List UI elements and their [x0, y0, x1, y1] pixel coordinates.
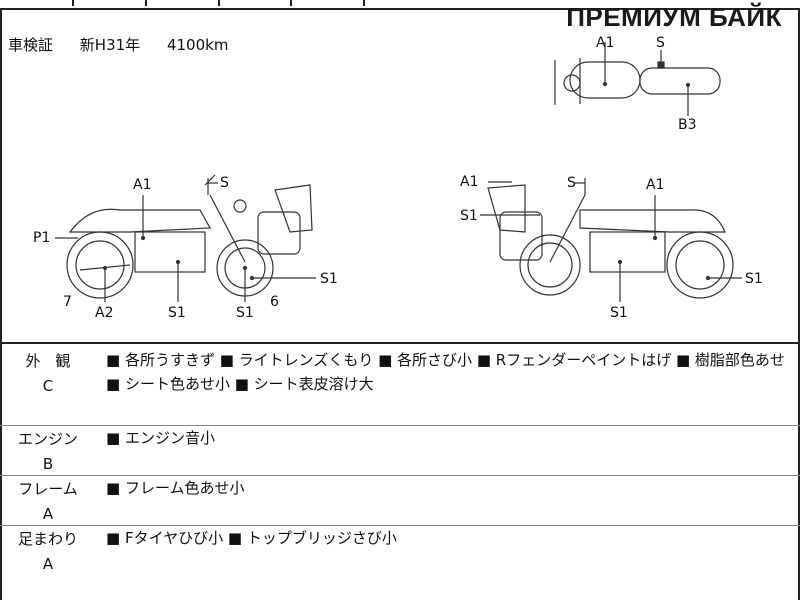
- diagram-label: B3: [678, 117, 697, 133]
- header-cell: [290, 0, 292, 6]
- section-remarks: ■ エンジン音小: [106, 429, 215, 447]
- section-engine: エンジン B ■ エンジン音小: [0, 426, 800, 475]
- divider: [0, 525, 800, 526]
- section-grade: A: [42, 555, 54, 573]
- diagram-label: A1: [646, 177, 665, 193]
- diagram-label: A2: [95, 305, 114, 321]
- section-title: エンジン: [18, 430, 79, 448]
- registration-expiry: 新H31年: [79, 36, 141, 54]
- right-side-diagram: [480, 178, 742, 302]
- registration-info: 車検証 新H31年 4100km: [8, 34, 250, 55]
- divider: [0, 342, 800, 344]
- header-cell: [363, 0, 365, 6]
- left-side-diagram: [55, 174, 316, 302]
- diagram-label: S1: [320, 271, 338, 287]
- divider: [0, 8, 2, 600]
- section-grade: B: [42, 455, 54, 473]
- diagram-label: A1: [133, 177, 152, 193]
- diagram-label: S1: [460, 208, 478, 224]
- divider: [0, 425, 800, 426]
- mileage: 4100km: [166, 36, 229, 54]
- diagram-label: S1: [236, 305, 254, 321]
- diagram-label: S1: [745, 271, 763, 287]
- section-remarks: ■ Fタイヤひび小 ■ トップブリッジさび小: [106, 529, 397, 547]
- header-cell: [72, 0, 74, 6]
- section-frame: フレーム A ■ フレーム色あせ小: [0, 476, 800, 525]
- diagram-label: S: [567, 175, 576, 191]
- motorcycle-diagrams: [55, 42, 742, 302]
- top-view-diagram: [554, 42, 721, 116]
- section-title: 足まわり: [18, 530, 79, 548]
- section-remarks: ■ フレーム色あせ小: [106, 479, 245, 497]
- divider: [0, 475, 800, 476]
- divider: [798, 8, 800, 600]
- diagram-label: 6: [270, 294, 279, 310]
- divider: [0, 8, 800, 10]
- section-grade: A: [42, 505, 54, 523]
- registration-label: 車検証: [8, 36, 54, 54]
- section-suspension: 足まわり A ■ Fタイヤひび小 ■ トップブリッジさび小: [0, 526, 800, 600]
- header-cell: [145, 0, 147, 6]
- header-cells-row: [0, 0, 800, 8]
- brand-watermark: ПРЕМИУМ БАЙК: [566, 2, 782, 32]
- section-grade: C: [42, 377, 54, 395]
- diagram-label: A1: [596, 35, 615, 51]
- section-remarks: ■ 各所うすきず ■ ライトレンズくもり ■ 各所さび小 ■ Rフェンダーペイン…: [106, 351, 785, 393]
- header-cell: [218, 0, 220, 6]
- diagram-label: S1: [610, 305, 628, 321]
- diagram-label: S: [220, 175, 229, 191]
- diagram-label: P1: [33, 230, 51, 246]
- section-title: 外 観: [25, 352, 71, 370]
- diagram-label: 7: [63, 294, 72, 310]
- diagram-label: S1: [168, 305, 186, 321]
- section-exterior: 外 観 C ■ 各所うすきず ■ ライトレンズくもり ■ 各所さび小 ■ Rフェン…: [0, 344, 800, 425]
- diagram-label: A1: [460, 174, 479, 190]
- diagram-label: S: [656, 35, 665, 51]
- section-title: フレーム: [18, 480, 78, 498]
